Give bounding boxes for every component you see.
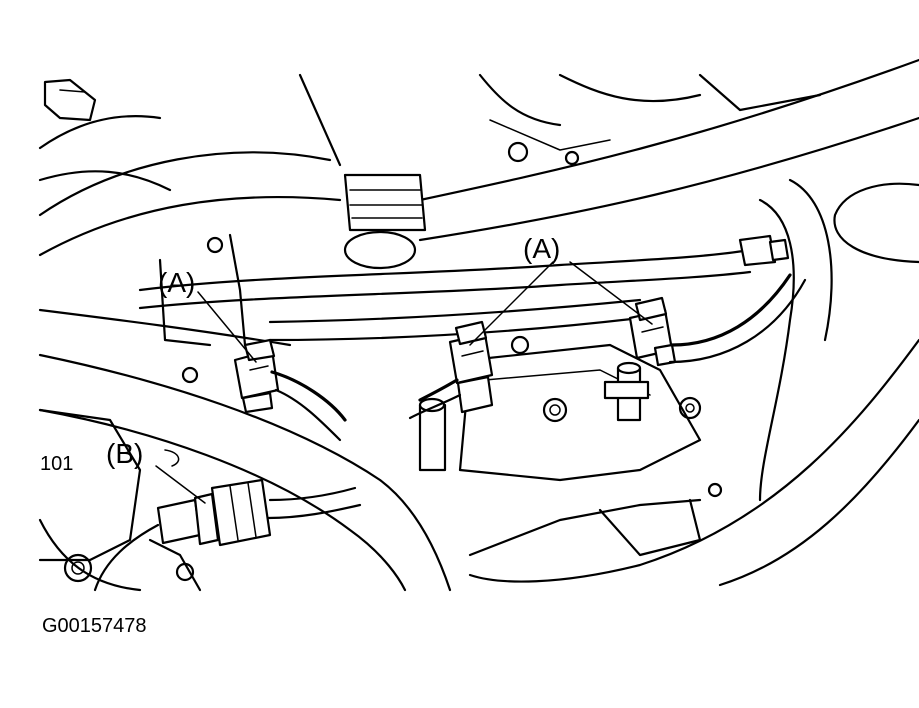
injector-connector-middle: [408, 320, 494, 420]
figure-id-label: G00157478: [42, 615, 147, 637]
stamp-mark: [164, 449, 180, 467]
leader-lines: [155, 261, 653, 504]
injector-connector-right: [628, 273, 807, 367]
callout-a-left: (A): [158, 267, 195, 298]
fuel-rail: [138, 173, 790, 342]
injector-connector-left: [233, 338, 347, 442]
connector-b: [93, 478, 362, 592]
callout-a-right: (A): [523, 233, 560, 264]
part-stamp: 101: [40, 453, 73, 475]
engine-background-lines: [38, 58, 919, 592]
callout-b: (B): [106, 438, 143, 469]
